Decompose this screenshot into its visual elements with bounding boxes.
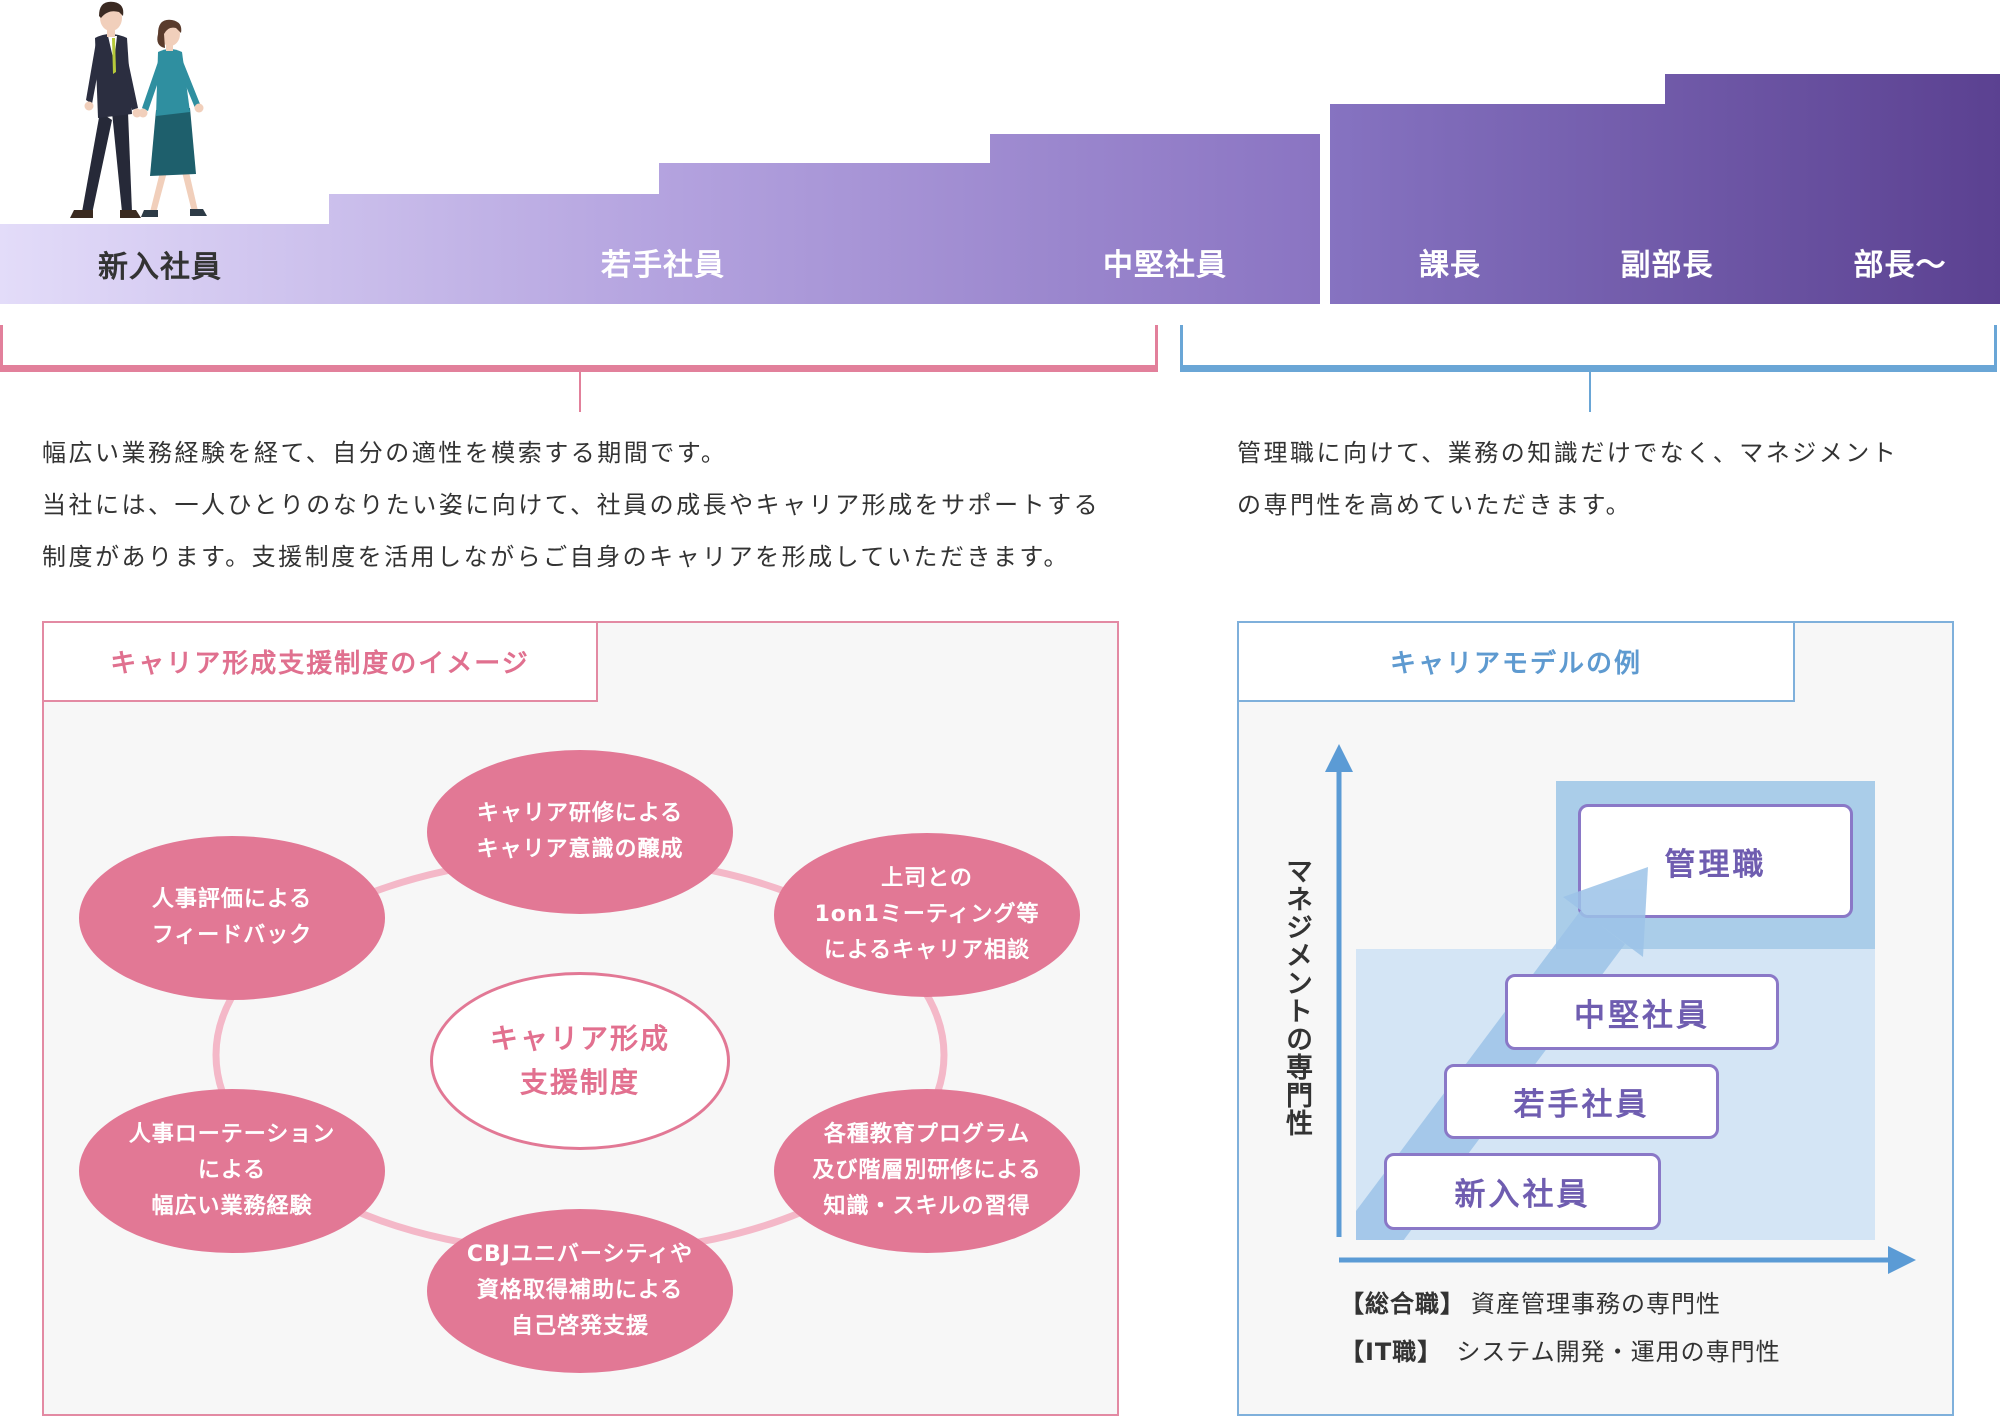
step-label-department-manager: 部長〜 [1853, 248, 1947, 283]
support-item-line: 人事ローテーション [128, 1122, 336, 1147]
description-line: 制度があります。支援制度を活用しながらご自身のキャリアを形成していただきます。 [42, 543, 1070, 571]
description-line: 当社には、一人ひとりのなりたい姿に向けて、社員の成長やキャリア形成をサポートする [42, 491, 1101, 519]
note-text: 資産管理事務の専門性 [1471, 1290, 1721, 1318]
step-label-junior: 若手社員 [601, 248, 725, 283]
description-line: 幅広い業務経験を経て、自分の適性を模索する期間です。 [42, 439, 728, 467]
support-item-self-development: CBJユニバーシティや 資格取得補助による 自己啓発支援 [427, 1209, 733, 1373]
note-tag: 【IT職】 [1340, 1338, 1443, 1366]
support-item-line: フィードバック [151, 923, 313, 948]
stage-box-management: 管理職 [1578, 804, 1853, 918]
career-model-title: キャリアモデルの例 [1237, 621, 1795, 702]
management-description: 管理職に向けて、業務の知識だけでなく、マネジメント の専門性を高めていただきます… [1237, 427, 1898, 531]
support-item-line: 上司との [881, 866, 973, 891]
people-illustration [70, 1, 207, 218]
early-career-description: 幅広い業務経験を経て、自分の適性を模索する期間です。 当社には、一人ひとりのなり… [42, 427, 1100, 583]
support-item-line: 各種教育プログラム [823, 1122, 1031, 1147]
support-item-line: によるキャリア相談 [823, 938, 1031, 963]
center-line: キャリア形成 [489, 1022, 670, 1055]
support-system-title: キャリア形成支援制度のイメージ [42, 621, 598, 702]
support-item-line: 幅広い業務経験 [151, 1194, 313, 1219]
support-item-line: による [197, 1158, 267, 1183]
stage-box-mid-level: 中堅社員 [1505, 974, 1779, 1050]
note-general-track: 【総合職】資産管理事務の専門性 [1340, 1280, 1781, 1328]
support-item-job-rotation: 人事ローテーション による 幅広い業務経験 [79, 1089, 385, 1253]
step-label-mid-level: 中堅社員 [1103, 248, 1227, 283]
career-ladder [0, 74, 2000, 304]
center-line: 支援制度 [519, 1066, 640, 1099]
note-text: システム開発・運用の専門性 [1456, 1338, 1781, 1366]
support-item-line: 知識・スキルの習得 [823, 1194, 1031, 1219]
ladder-block-management [1330, 74, 2000, 304]
support-item-evaluation-feedback: 人事評価による フィードバック [79, 836, 385, 1000]
support-item-education-programs: 各種教育プログラム 及び階層別研修による 知識・スキルの習得 [774, 1089, 1080, 1253]
support-item-line: キャリア意識の醸成 [476, 837, 684, 862]
note-tag: 【総合職】 [1340, 1290, 1465, 1318]
step-label-new-hire: 新入社員 [98, 250, 222, 285]
step-label-deputy-manager: 副部長 [1620, 248, 1714, 283]
step-label-section-manager: 課長 [1419, 248, 1481, 283]
support-item-line: CBJユニバーシティや [466, 1242, 694, 1267]
support-item-line: 及び階層別研修による [812, 1158, 1042, 1183]
support-item-line: キャリア研修による [476, 801, 684, 826]
description-line: の専門性を高めていただきます。 [1237, 491, 1633, 519]
ladder-block-early-career [0, 134, 1320, 304]
note-it-track: 【IT職】システム開発・運用の専門性 [1340, 1328, 1781, 1376]
career-track-notes: 【総合職】資産管理事務の専門性 【IT職】システム開発・運用の専門性 [1340, 1280, 1781, 1376]
stage-box-new-hire: 新入社員 [1384, 1153, 1661, 1230]
description-line: 管理職に向けて、業務の知識だけでなく、マネジメント [1237, 439, 1899, 467]
support-system-center: キャリア形成 支援制度 [430, 972, 730, 1150]
y-axis-label: マネジメントの専門性 [1281, 857, 1312, 1137]
stage-box-junior: 若手社員 [1444, 1064, 1719, 1139]
support-item-career-training: キャリア研修による キャリア意識の醸成 [427, 750, 733, 914]
support-item-line: 資格取得補助による [476, 1278, 684, 1303]
support-item-line: 自己啓発支援 [510, 1314, 649, 1339]
support-item-line: 1on1ミーティング等 [814, 902, 1040, 927]
support-item-1on1-meeting: 上司との 1on1ミーティング等 によるキャリア相談 [774, 833, 1080, 997]
support-item-line: 人事評価による [151, 887, 313, 912]
